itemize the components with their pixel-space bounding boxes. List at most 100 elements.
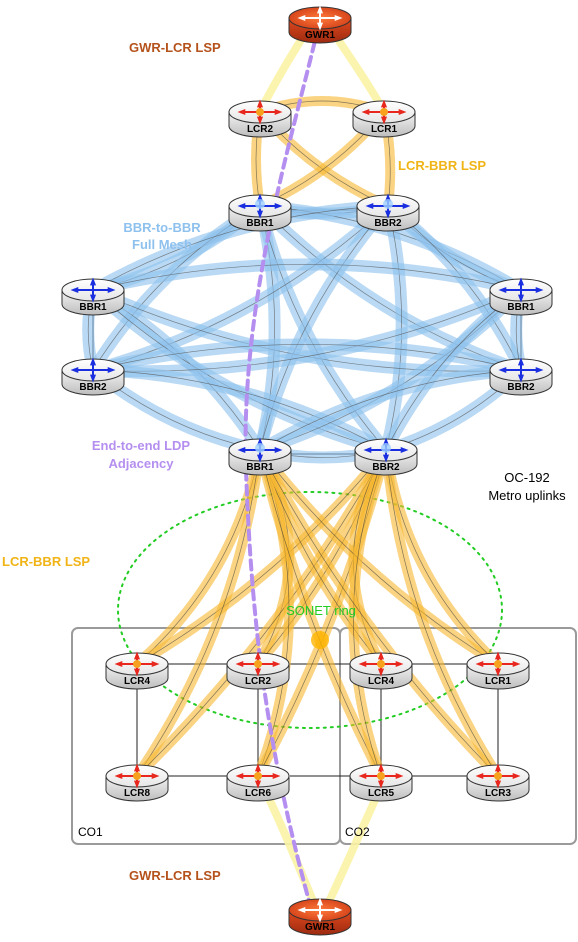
arrow-right-icon (334, 14, 343, 22)
router-gwr1-bottom[interactable]: GWR1 (288, 897, 352, 936)
arrow-left-icon (475, 772, 484, 780)
arrow-up-icon (133, 763, 141, 772)
router-gwr1-top[interactable]: GWR1 (288, 5, 352, 44)
router-lcr5-co2[interactable]: LCR5 (349, 763, 413, 802)
arrow-right-icon (274, 202, 283, 210)
arrow-right-icon (151, 772, 160, 780)
router-lcr8-co1[interactable]: LCR8 (105, 763, 169, 802)
router-core-dot (494, 660, 502, 668)
arrow-up-icon (494, 763, 502, 772)
router-label: LCR1 (485, 676, 512, 687)
router-label: GWR1 (305, 922, 335, 933)
router-label: BBR2 (507, 382, 535, 393)
arrow-down-icon (256, 116, 264, 125)
router-core-dot (377, 660, 385, 668)
arrow-right-icon (395, 660, 404, 668)
arrow-left-icon (475, 660, 484, 668)
router-bbr1-right[interactable]: BBR1 (489, 277, 553, 316)
lsp-lcr3_co2-bbr2-metro-link (385, 449, 499, 777)
router-bbr1-left[interactable]: BBR1 (61, 277, 125, 316)
router-arrows-icon (114, 651, 160, 677)
arrow-up-icon (133, 651, 141, 660)
arrow-down-icon (494, 668, 502, 677)
lsp-lcr8_co1-bbr2-metro-link (136, 449, 387, 777)
router-core-dot (254, 660, 262, 668)
router-core-dot (133, 660, 141, 668)
arrow-down-icon (316, 22, 324, 31)
arrow-left-icon (498, 286, 507, 294)
arrow-down-icon (256, 454, 264, 463)
router-label: LCR5 (368, 788, 395, 799)
label-oc192-1: OC-192 (504, 470, 550, 485)
lsp-lcr5_co2-bbr2-metro-link (353, 449, 387, 777)
lsp-endpoint-glow (255, 199, 265, 209)
label-bbr-mesh-2: Full Mesh (132, 237, 192, 252)
arrow-left-icon (361, 108, 370, 116)
sonet-ring (117, 491, 503, 729)
router-lcr2-top[interactable]: LCR2 (228, 99, 292, 138)
arrow-down-icon (316, 914, 324, 923)
router-label: BBR1 (507, 302, 535, 313)
arrow-right-icon (395, 772, 404, 780)
label-lcr-bbr-left: LCR-BBR LSP (2, 554, 90, 569)
arrow-down-icon (377, 780, 385, 789)
router-label: LCR4 (124, 676, 151, 687)
router-arrows-icon (297, 5, 343, 31)
lsp-endpoint-glow (255, 443, 265, 453)
router-bbr2-left[interactable]: BBR2 (61, 357, 125, 396)
arrow-down-icon (256, 210, 264, 219)
arrow-left-icon (297, 906, 306, 914)
mesh-link-bbr1_left-bbr1_right (92, 264, 522, 291)
mesh-link-bbr2_upper-bbr1_left (92, 205, 389, 291)
arrow-down-icon (254, 668, 262, 677)
router-lcr4-co1[interactable]: LCR4 (105, 651, 169, 690)
arrow-right-icon (402, 202, 411, 210)
lsp-endpoint-glow (383, 199, 393, 209)
arrow-down-icon (384, 210, 392, 219)
arrow-right-icon (107, 366, 116, 374)
router-label: BBR1 (246, 462, 274, 473)
router-label: BBR2 (372, 462, 400, 473)
label-gwr-lcr-bottom: GWR-LCR LSP (129, 868, 221, 883)
label-lcr-bbr-top: LCR-BBR LSP (398, 158, 486, 173)
arrow-left-icon (365, 202, 374, 210)
router-lcr6-co1[interactable]: LCR6 (226, 763, 290, 802)
arrow-up-icon (380, 99, 388, 108)
router-bbr2-right[interactable]: BBR2 (489, 357, 553, 396)
label-bbr-mesh-1: BBR-to-BBR (123, 220, 201, 235)
arrow-left-icon (237, 108, 246, 116)
arrow-up-icon (377, 651, 385, 660)
router-core-dot (494, 772, 502, 780)
arrow-down-icon (133, 780, 141, 789)
router-arrows-icon (498, 357, 544, 383)
mesh-link-bbr2_left-bbr2_right (92, 344, 522, 371)
arrow-down-icon (377, 668, 385, 677)
arrow-left-icon (114, 660, 123, 668)
arrow-right-icon (272, 772, 281, 780)
router-lcr2-co1[interactable]: LCR2 (226, 651, 290, 690)
router-core-dot (256, 108, 264, 116)
arrow-right-icon (274, 108, 283, 116)
arrow-right-icon (274, 446, 283, 454)
router-label: LCR2 (247, 124, 274, 135)
router-arrows-icon (475, 763, 521, 789)
router-label: LCR3 (485, 788, 512, 799)
lsp-lcr3_co2-bbr2-metro (381, 445, 503, 781)
arrow-left-icon (297, 14, 306, 22)
arrow-down-icon (133, 668, 141, 677)
arrow-left-icon (235, 772, 244, 780)
router-label: BBR1 (246, 218, 274, 229)
arrow-up-icon (377, 763, 385, 772)
arrow-right-icon (535, 366, 544, 374)
router-lcr1-top[interactable]: LCR1 (352, 99, 416, 138)
router-bbr2-upper[interactable]: BBR2 (356, 193, 420, 232)
router-lcr1-co2[interactable]: LCR1 (466, 651, 530, 690)
lsp-lcr5_co2-bbr1-metro-link (259, 449, 382, 777)
arrow-left-icon (70, 286, 79, 294)
mesh-link-bbr1_upper-bbr2_metro (259, 205, 387, 451)
router-lcr3-co2[interactable]: LCR3 (466, 763, 530, 802)
sonet-hub-glow (311, 631, 329, 649)
router-lcr4-co2[interactable]: LCR4 (349, 651, 413, 690)
router-arrows-icon (235, 763, 281, 789)
arrow-left-icon (235, 660, 244, 668)
